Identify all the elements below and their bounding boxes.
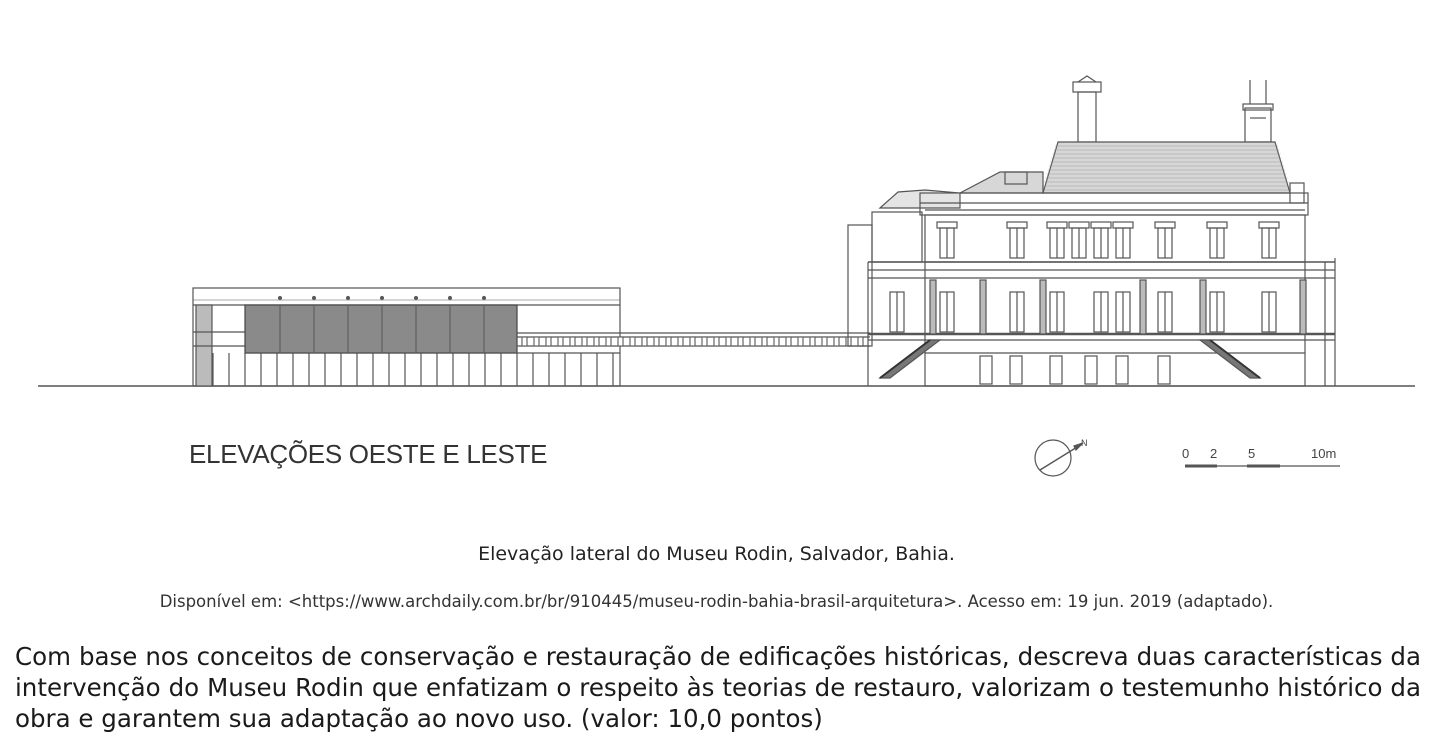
walkway-baluster: [857, 336, 864, 347]
window-lintel: [1154, 221, 1176, 229]
lower-window: [1009, 355, 1023, 385]
annex-marker: [379, 295, 385, 301]
north-label: N: [1081, 438, 1088, 448]
window-lintel: [1206, 221, 1228, 229]
window-lintel: [1258, 221, 1280, 229]
walkway-baluster: [641, 336, 648, 347]
figure-caption: Elevação lateral do Museu Rodin, Salvado…: [478, 543, 955, 565]
walkway-baluster: [581, 336, 588, 347]
annex-marker: [345, 295, 351, 301]
walkway-baluster: [629, 336, 636, 347]
walkway-baluster: [557, 336, 564, 347]
lower-window: [979, 355, 993, 385]
lower-window: [1157, 355, 1171, 385]
walkway-baluster: [797, 336, 804, 347]
walkway-baluster: [533, 336, 540, 347]
walkway-baluster: [785, 336, 792, 347]
veranda-column: [979, 279, 987, 335]
lower-window: [1049, 355, 1063, 385]
veranda-column: [1039, 279, 1047, 335]
walkway-baluster: [689, 336, 696, 347]
walkway-baluster: [605, 336, 612, 347]
veranda-column: [1139, 279, 1147, 335]
drawing-title: ELEVAÇÕES OESTE E LESTE: [189, 439, 547, 469]
elevation-drawing: ELEVAÇÕES OESTE E LESTE N 0 2 5 10m: [38, 75, 1415, 477]
walkway-baluster: [833, 336, 840, 347]
walkway-baluster: [665, 336, 672, 347]
historic-building: [847, 75, 1336, 387]
walkway-baluster: [761, 336, 768, 347]
annex-marker: [277, 295, 283, 301]
walkway-baluster: [569, 336, 576, 347]
window-lintel: [1068, 221, 1090, 229]
lower-window: [1115, 355, 1129, 385]
north-arrow-icon: [1034, 439, 1084, 477]
annex-panel: [244, 304, 518, 354]
walkway-baluster: [713, 336, 720, 347]
walkway: [517, 332, 870, 347]
walkway-baluster: [545, 336, 552, 347]
window-lintel: [1090, 221, 1112, 229]
scale-label-0: 0: [1182, 446, 1189, 461]
walkway-baluster: [701, 336, 708, 347]
lower-window: [1084, 355, 1098, 385]
annex-marker: [447, 295, 453, 301]
veranda-column: [929, 279, 937, 335]
annex-marker: [413, 295, 419, 301]
walkway-baluster: [737, 336, 744, 347]
figure-source: Disponível em: <https://www.archdaily.co…: [159, 592, 1274, 611]
annex-marker: [481, 295, 487, 301]
walkway-baluster: [809, 336, 816, 347]
walkway-baluster: [677, 336, 684, 347]
veranda-column: [1199, 279, 1207, 335]
window-lintel: [1006, 221, 1028, 229]
window-lintel: [1112, 221, 1134, 229]
walkway-baluster: [749, 336, 756, 347]
walkway-baluster: [821, 336, 828, 347]
annex-marker: [311, 295, 317, 301]
window-lintel: [936, 221, 958, 229]
walkway-baluster: [773, 336, 780, 347]
scale-label-5: 5: [1248, 446, 1255, 461]
window-lintel: [1046, 221, 1068, 229]
walkway-baluster: [617, 336, 624, 347]
walkway-baluster: [593, 336, 600, 347]
veranda-column: [1299, 279, 1307, 335]
walkway-baluster: [653, 336, 660, 347]
walkway-baluster: [521, 336, 528, 347]
walkway-baluster: [725, 336, 732, 347]
question-text: Com base nos conceitos de conservação e …: [15, 642, 1421, 733]
scale-label-2: 2: [1210, 446, 1217, 461]
scale-label-10m: 10m: [1311, 446, 1336, 461]
modern-annex: [192, 287, 621, 387]
